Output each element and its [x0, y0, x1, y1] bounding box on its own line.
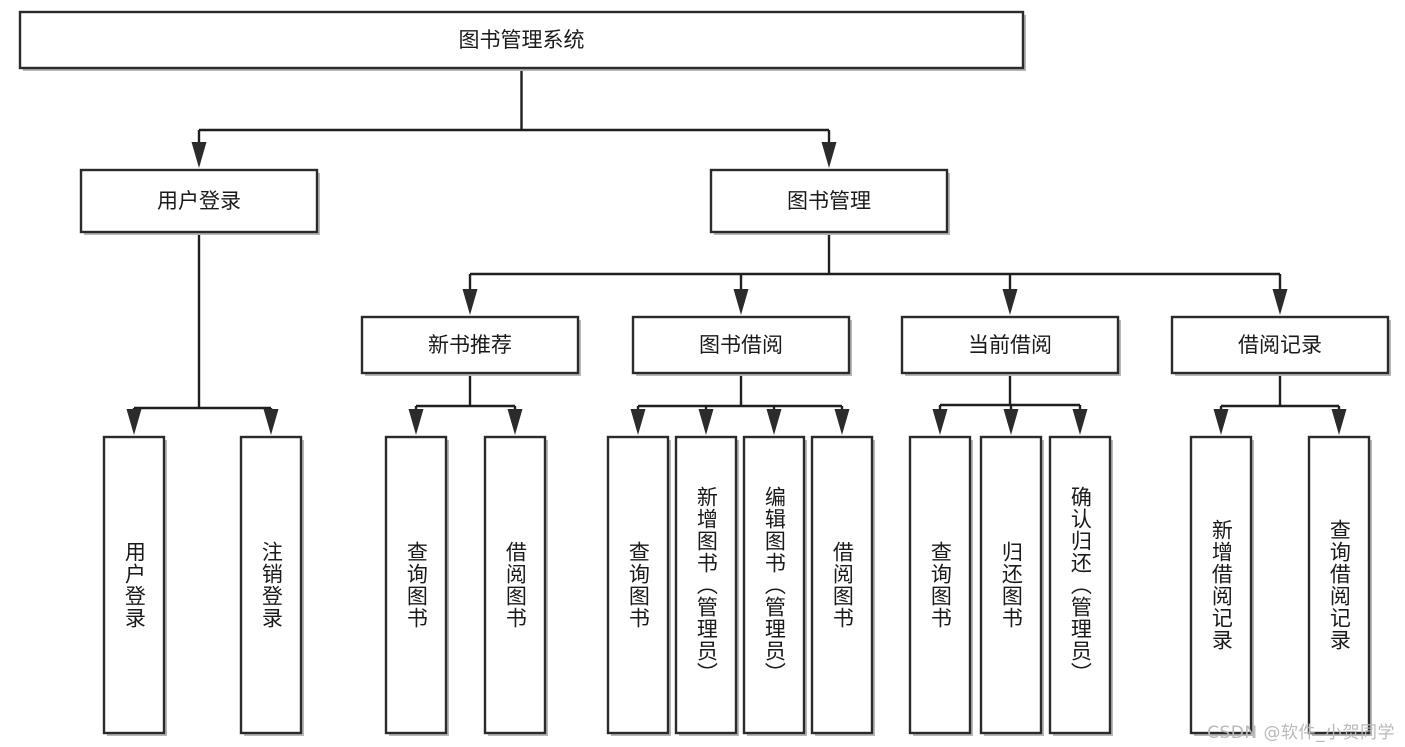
new-book-rec-to-leaves-arrowhead-1 — [507, 409, 523, 435]
node-box-leaf-query-book-cb[interactable] — [908, 435, 972, 735]
node-box-leaf-query-book-rec[interactable] — [384, 435, 448, 735]
connectors-layer — [126, 68, 1347, 435]
node-label-new-book-rec: 新书推荐 — [428, 333, 512, 357]
new-book-rec-to-leaves-arrowhead-0 — [408, 409, 424, 435]
node-box-book-manage[interactable] — [709, 168, 949, 234]
node-box-leaf-borrow-book-rec[interactable] — [483, 435, 547, 735]
user-login-to-leaves-arrowhead-0 — [126, 409, 142, 435]
book-borrow-to-leaves-arrowhead-0 — [630, 409, 646, 435]
current-borrow-to-leaves-arrowhead-1 — [1003, 409, 1019, 435]
borrow-record-to-leaves-arrowhead-1 — [1331, 409, 1347, 435]
current-borrow-to-leaves-arrowhead-0 — [932, 409, 948, 435]
node-box-leaf-borrow-book-bb[interactable] — [810, 435, 874, 735]
node-box-borrow-record[interactable] — [1170, 315, 1390, 375]
node-box-leaf-query-record-br[interactable] — [1307, 435, 1371, 735]
node-box-leaf-edit-book-bb[interactable] — [742, 435, 806, 735]
node-label-book-borrow: 图书借阅 — [699, 333, 783, 357]
node-box-leaf-confirm-return-cb[interactable] — [1048, 435, 1112, 735]
node-box-root[interactable] — [18, 10, 1025, 70]
bookmanage-to-level3-arrowhead-0 — [462, 289, 478, 315]
bookmanage-to-level3-arrowhead-3 — [1272, 289, 1288, 315]
node-label-book-manage: 图书管理 — [787, 189, 871, 213]
node-label-root: 图书管理系统 — [459, 28, 585, 52]
node-box-current-borrow[interactable] — [900, 315, 1120, 375]
node-box-leaf-add-record-br[interactable] — [1189, 435, 1253, 735]
bookmanage-to-level3-arrowhead-2 — [1002, 289, 1018, 315]
watermark-text: CSDN @软件_小贺同学 — [1207, 723, 1395, 743]
book-borrow-to-leaves-arrowhead-2 — [766, 409, 782, 435]
user-login-to-leaves-arrowhead-1 — [263, 409, 279, 435]
bookmanage-to-level3-arrowhead-1 — [733, 289, 749, 315]
node-box-new-book-rec[interactable] — [360, 315, 580, 375]
borrow-record-to-leaves-arrowhead-0 — [1213, 409, 1229, 435]
book-borrow-to-leaves-arrowhead-3 — [834, 409, 850, 435]
node-label-current-borrow: 当前借阅 — [968, 333, 1052, 357]
node-box-book-borrow[interactable] — [631, 315, 851, 375]
node-box-leaf-user-logout[interactable] — [239, 435, 303, 735]
root-to-level2-arrowhead-1 — [821, 142, 837, 168]
node-box-user-login[interactable] — [79, 168, 319, 234]
node-box-leaf-user-login[interactable] — [102, 435, 166, 735]
node-box-leaf-add-book-bb[interactable] — [674, 435, 738, 735]
current-borrow-to-leaves-arrowhead-2 — [1072, 409, 1088, 435]
node-boxes-layer — [18, 10, 1391, 736]
node-label-user-login: 用户登录 — [157, 189, 241, 213]
node-box-leaf-query-book-bb[interactable] — [606, 435, 670, 735]
book-borrow-to-leaves-arrowhead-1 — [698, 409, 714, 435]
root-to-level2-arrowhead-0 — [191, 142, 207, 168]
node-label-borrow-record: 借阅记录 — [1238, 333, 1322, 357]
node-box-leaf-return-book-cb[interactable] — [979, 435, 1043, 735]
